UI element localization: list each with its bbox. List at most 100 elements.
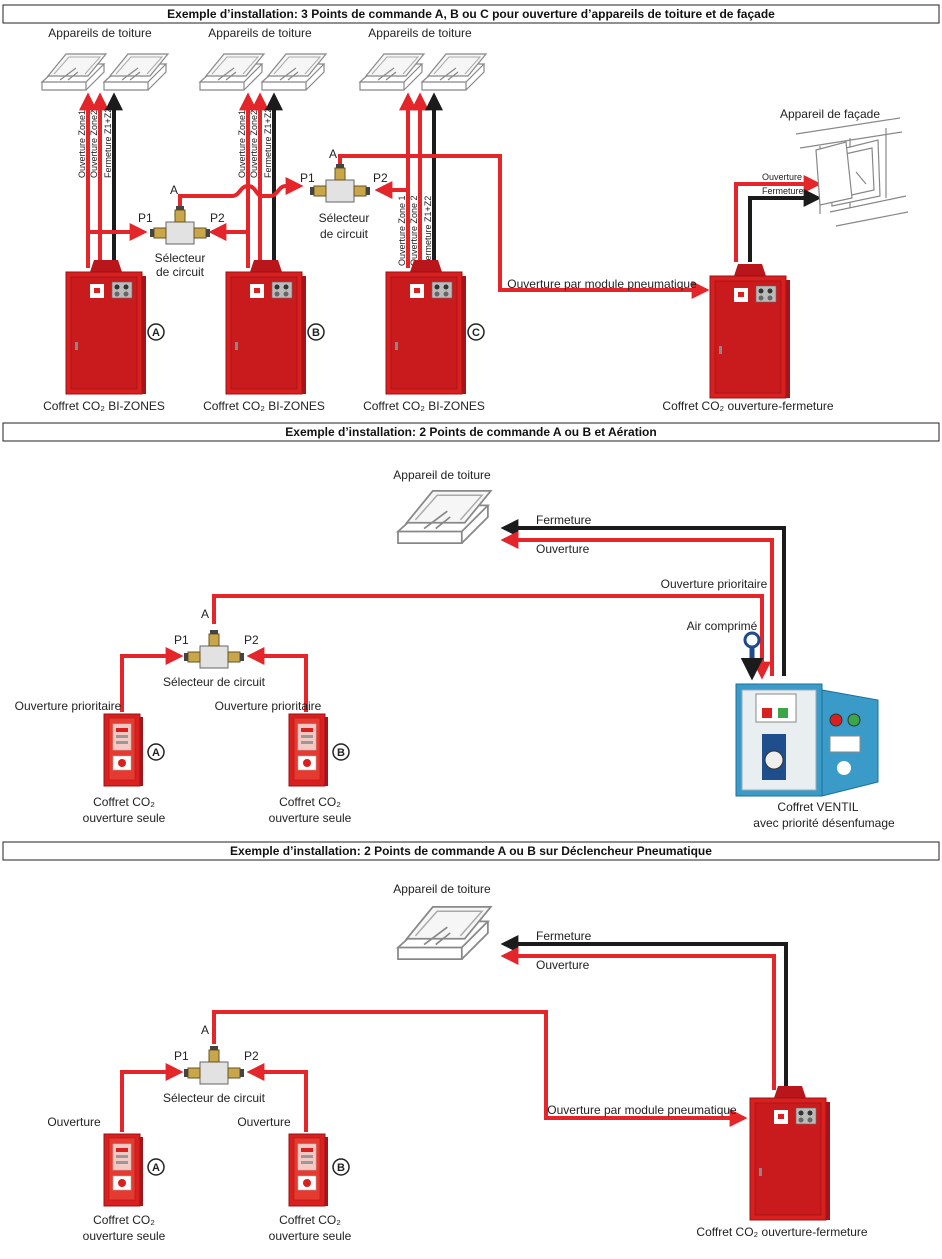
section2-roof-hatch [397,490,492,544]
section2-badge-b: B [332,743,350,761]
section2-port-p1: P1 [174,633,189,647]
selector1-port-a: A [170,183,178,197]
section2-box-a-line2: ouverture seule [83,811,166,825]
cab-b-line-zone1: Ouverture Zone1 [237,110,247,178]
section3-circuit-selector [183,1045,245,1085]
cabinet-open-close-label: Coffret CO₂ ouverture-fermeture [662,399,833,413]
section2-selector-label: Sélecteur de circuit [163,675,266,689]
facade-open-label: Ouverture [762,172,802,182]
section2-title: Exemple d’installation: 2 Points de comm… [285,425,656,439]
roof-hatch-group-2 [199,53,327,91]
section2-circuit-selector [183,629,245,669]
selector2-port-p2: P2 [373,171,388,185]
facade-close-label: Fermeture [762,186,804,196]
section3-pneumatic-label: Ouverture par module pneumatique [547,1103,737,1117]
section3-roof-label: Appareil de toiture [393,882,491,896]
section3-port-p2: P2 [244,1049,259,1063]
cabinet-b-pipes [208,92,283,268]
section1-header-box [2,4,940,24]
section2-box-b-line2: ouverture seule [269,811,352,825]
section2-roof-label: Appareil de toiture [393,468,491,482]
section2-box-a-line1: Coffret CO₂ [93,795,155,809]
roof-label-3: Appareils de toiture [368,26,472,40]
ventil-cabinet [735,683,879,797]
cab-a-line-zone1: Ouverture Zone1 [77,110,87,178]
cabinet-b-label: Coffret CO₂ BI-ZONES [203,399,325,413]
section2-box-b [288,713,329,787]
section2-box-a [103,713,144,787]
cabinet-a-label: Coffret CO₂ BI-ZONES [43,399,165,413]
cabinet-b [225,259,307,395]
cab-c-line-zone1: Ouverture Zone 1 [397,195,407,266]
section3-roof-hatch [397,906,492,960]
roof-hatch-group-1 [41,53,169,91]
air-label: Air comprimé [687,619,758,633]
section3-box-a-line1: Coffret CO₂ [93,1213,155,1227]
roof-label-2: Appareils de toiture [208,26,312,40]
section2-header-box [2,422,940,442]
cab-c-line-close: Fermeture Z1+Z2 [423,196,433,266]
cabinet-c [385,259,467,395]
section2-close-label: Fermeture [536,513,592,527]
selector1-port-p2: P2 [210,211,225,225]
svg-text:C: C [472,327,480,339]
section3-header-box [2,841,940,861]
svg-text:A: A [152,1162,160,1174]
section3-box-a [103,1133,144,1207]
section2-priority-label: Ouverture prioritaire [661,577,768,591]
section3-title: Exemple d’installation: 2 Points de comm… [230,844,712,858]
selector1-label-line1: Sélecteur [155,251,206,265]
section3-box-b-line1: Coffret CO₂ [279,1213,341,1227]
svg-text:B: B [337,747,345,759]
air-inlet-icon [743,631,761,649]
section3-port-p1: P1 [174,1049,189,1063]
section2-right-priority: Ouverture prioritaire [215,699,322,713]
section2-pipes [120,519,786,712]
facade-label: Appareil de façade [780,107,880,121]
circuit-selector-2 [309,163,371,203]
section3-open-label: Ouverture [536,958,590,972]
selector2-port-a: A [329,147,337,161]
section3-box-a-line2: ouverture seule [83,1229,166,1243]
section3-selector-label: Sélecteur de circuit [163,1091,266,1105]
facade-window-sketch [795,117,909,227]
cab-b-line-close: Fermeture Z1+Z2 [263,108,273,178]
roof-hatch-group-3 [359,53,487,91]
svg-text:A: A [152,327,160,339]
badge-c-1: C [467,323,485,341]
roof-label-1: Appareils de toiture [48,26,152,40]
section2-left-priority: Ouverture prioritaire [15,699,122,713]
section2-port-a: A [201,607,209,621]
section3-badge-b: B [332,1158,350,1176]
ventil-label-line1: Coffret VENTIL [777,800,858,814]
cab-a-line-zone2: Ouverture Zone2 [89,110,99,178]
selector2-port-p1: P1 [300,171,315,185]
circuit-selector-1 [149,205,211,245]
cabinet-c-pipes [374,92,443,268]
selector1-label-line2: de circuit [156,265,205,279]
cab-a-line-close: Fermeture Z1+Z2 [103,108,113,178]
ventil-label-line2: avec priorité désenfumage [753,816,895,830]
svg-text:B: B [337,1162,345,1174]
cab-c-line-zone2: Ouverture Zone 2 [409,195,419,266]
svg-text:B: B [312,327,320,339]
cab-b-line-zone2: Ouverture Zone2 [249,110,259,178]
selector2-label-line2: de circuit [320,227,369,241]
section3-cabinet-open-close [749,1085,831,1221]
badge-a-1: A [147,323,165,341]
section3-port-a: A [201,1023,209,1037]
selector1-port-p1: P1 [138,211,153,225]
cabinet-a [65,259,147,395]
section3-badge-a: A [147,1158,165,1176]
section3-cabinet-label: Coffret CO₂ ouverture-fermeture [696,1225,867,1239]
selector2-label-line1: Sélecteur [319,211,370,225]
pneumatic-module-label: Ouverture par module pneumatique [507,277,697,291]
section3-pipes [120,935,788,1132]
section3-box-b [288,1133,329,1207]
badge-b-1: B [307,323,325,341]
section2-box-b-line1: Coffret CO₂ [279,795,341,809]
section2-open-label: Ouverture [536,542,590,556]
facade-pipes [734,175,822,262]
pneumatic-pipe [338,154,710,299]
section3-left-open: Ouverture [47,1115,101,1129]
